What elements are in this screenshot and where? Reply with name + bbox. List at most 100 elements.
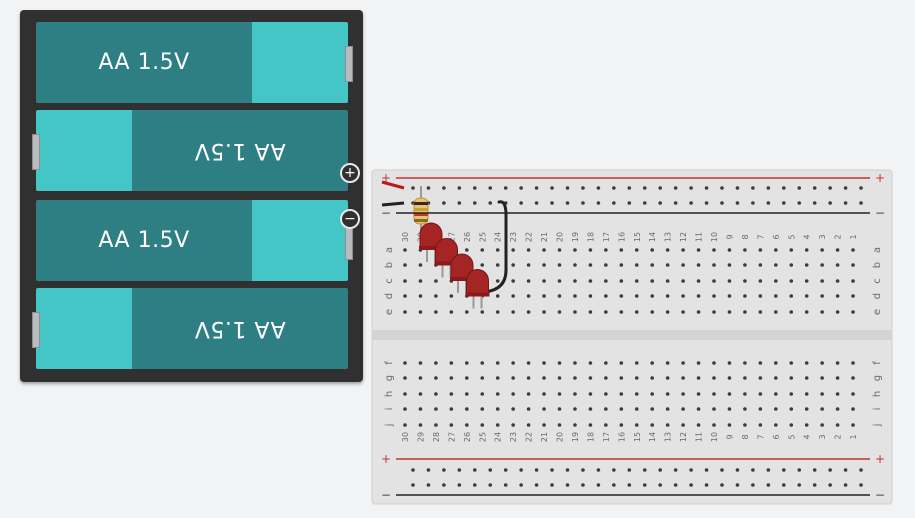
breadboard-hole [604, 407, 608, 411]
rail-hole [689, 201, 693, 205]
battery-cell-2[interactable]: AA 1.5V [36, 110, 348, 191]
breadboard-hole [434, 361, 438, 365]
rail-hole [411, 483, 415, 487]
red-wire[interactable] [381, 180, 405, 190]
breadboard-hole [681, 407, 685, 411]
breadboard-hole [774, 376, 778, 380]
breadboard-hole [820, 376, 824, 380]
breadboard-hole [774, 248, 778, 252]
breadboard-hole [650, 263, 654, 267]
breadboard-hole [434, 294, 438, 298]
rail-hole [828, 483, 832, 487]
rail-hole [673, 201, 678, 205]
breadboard-hole [526, 248, 531, 252]
rail-hole [812, 201, 817, 205]
breadboard-hole [403, 361, 407, 365]
breadboard-hole [820, 294, 824, 298]
breadboard-hole [743, 376, 747, 380]
breadboard-hole [820, 392, 824, 396]
breadboard-hole [465, 248, 469, 252]
breadboard-hole [727, 361, 732, 365]
battery-pack-notch-top [150, 10, 234, 18]
column-label: 1 [849, 234, 858, 239]
breadboard-hole [465, 310, 469, 314]
breadboard-hole [495, 294, 500, 298]
rail-hole [735, 483, 740, 487]
breadboard-hole [789, 361, 794, 365]
breadboard-hole [681, 294, 685, 298]
breadboard-hole [681, 392, 685, 396]
breadboard-hole [851, 263, 855, 267]
breadboard-hole [480, 248, 485, 252]
breadboard-hole [511, 294, 515, 298]
breadboard-hole [712, 392, 716, 396]
rail-hole [612, 468, 616, 472]
breadboard-hole [743, 392, 747, 396]
breadboard-hole [727, 376, 732, 380]
breadboard-hole [665, 294, 670, 298]
column-label: 12 [679, 232, 688, 242]
battery-minus-terminal-icon[interactable]: − [340, 209, 360, 229]
breadboard-hole [681, 376, 685, 380]
rail-hole [442, 468, 446, 472]
breadboard-hole [511, 376, 515, 380]
rail-hole [751, 186, 755, 190]
breadboard-hole [403, 376, 407, 380]
breadboard-hole [804, 407, 809, 411]
battery-cell-4[interactable]: AA 1.5V [36, 288, 348, 369]
rail-hole [457, 468, 462, 472]
column-label: 6 [772, 434, 781, 439]
breadboard-hole [511, 423, 515, 427]
breadboard-hole [804, 392, 809, 396]
column-label: 22 [525, 432, 534, 442]
breadboard-hole [434, 392, 438, 396]
rail-hole [828, 468, 832, 472]
battery-cell-1[interactable]: AA 1.5V [36, 22, 348, 103]
breadboard-hole [820, 279, 824, 283]
breadboard-hole [634, 248, 639, 252]
battery-cell-cap [36, 288, 132, 369]
column-label: 9 [725, 434, 734, 439]
jumper-wire[interactable] [482, 200, 508, 294]
rail-hole [689, 468, 693, 472]
breadboard-hole [851, 310, 855, 314]
rail-hole [581, 483, 585, 487]
column-label: 30 [401, 432, 410, 442]
column-label: 6 [772, 234, 781, 239]
breadboard-hole [465, 376, 469, 380]
breadboard-hole [557, 310, 562, 314]
column-label: 9 [725, 234, 734, 239]
column-label: 8 [741, 434, 750, 439]
resistor[interactable] [413, 186, 429, 232]
battery-cell-3[interactable]: AA 1.5V [36, 200, 348, 281]
breadboard-hole [526, 407, 531, 411]
led-chain[interactable] [419, 222, 490, 309]
rail-hole [457, 201, 462, 205]
row-label: a [384, 247, 395, 253]
breadboard-hole [650, 310, 654, 314]
breadboard-hole [604, 310, 608, 314]
breadboard-hole [835, 248, 840, 252]
breadboard-hole [480, 392, 485, 396]
breadboard-hole [820, 361, 824, 365]
rail-hole [828, 201, 832, 205]
black-wire[interactable] [381, 201, 405, 207]
breadboard-hole [403, 294, 407, 298]
breadboard-hole [774, 279, 778, 283]
rail-minus-label: − [875, 206, 885, 220]
resistor-band [414, 208, 428, 211]
rail-hole [797, 201, 802, 205]
breadboard-hole [495, 361, 500, 365]
breadboard-hole [542, 310, 546, 314]
battery-pack[interactable]: AA 1.5V AA 1.5V AA 1.5V AA 1.5V [20, 10, 363, 382]
breadboard-hole [511, 248, 515, 252]
battery-plus-terminal-icon[interactable]: + [340, 163, 360, 183]
breadboard-hole [774, 407, 778, 411]
breadboard-hole [681, 263, 685, 267]
battery-terminal [32, 134, 40, 170]
battery-cell-body [36, 200, 252, 281]
breadboard-hole [542, 392, 546, 396]
breadboard-hole [712, 263, 716, 267]
rail-hole [766, 186, 771, 190]
